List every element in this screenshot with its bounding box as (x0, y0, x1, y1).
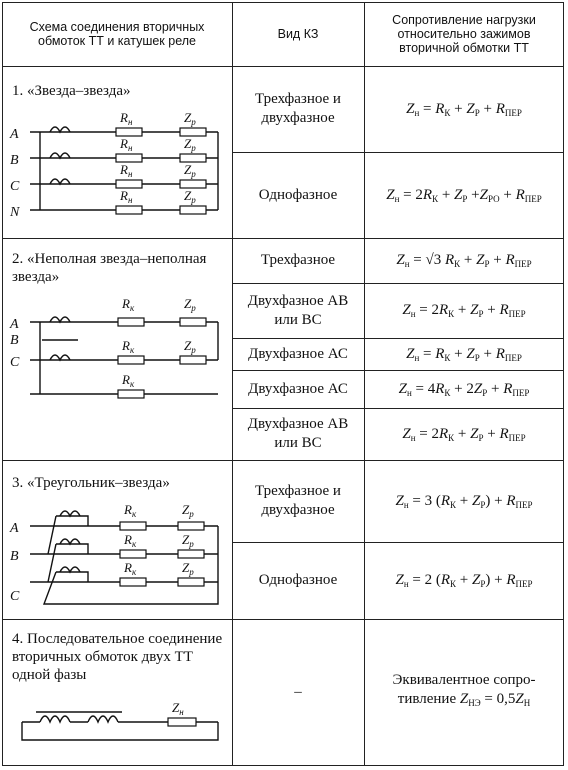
svg-text:Zр: Zр (182, 532, 194, 549)
svg-text:B: B (10, 333, 19, 348)
kind-cell: Трехфазное и двухфазное (255, 483, 341, 518)
svg-text:Rк: Rк (121, 372, 135, 389)
formula-cell: Zн = 2 (RК + ZР) + RПЕР (395, 572, 533, 589)
table-border-left (2, 2, 3, 766)
svg-text:C: C (10, 179, 20, 194)
svg-text:C: C (10, 355, 20, 370)
svg-text:Rк: Rк (123, 502, 137, 519)
svg-text:Zр: Zр (182, 502, 194, 519)
formula-cell: Zн = 3 (RК + ZР) + RПЕР (395, 492, 533, 510)
kind-cell: Трехфазное и двухфазное (255, 91, 341, 126)
section-2-title: 2. «Неполная звезда–неполная звезда» (12, 251, 207, 285)
scheme-delta-star-diagram: AB C Rк Zр Rк Zр Rк Zр (9, 502, 219, 605)
section-divider-1 (2, 238, 564, 239)
section-4-title: 4. Последовательное соединение вторичных… (12, 631, 223, 683)
kind-cell: Двухфазное АС (248, 380, 348, 397)
svg-text:A: A (9, 317, 19, 332)
section-divider-3 (2, 619, 564, 620)
svg-text:Rк: Rк (121, 338, 135, 355)
kind-cell: Двухфазное АС (248, 345, 348, 362)
svg-text:N: N (9, 205, 20, 220)
header-divider (2, 66, 564, 67)
svg-text:Rн: Rн (119, 136, 133, 153)
row-divider (232, 370, 564, 371)
svg-text:Zр: Zр (184, 136, 196, 153)
formula-cell: Zн = RК + ZР + RПЕР (406, 100, 522, 118)
svg-text:Rк: Rк (123, 560, 137, 577)
header-scheme: Схема соединения вторичных обмоток ТТ и … (29, 20, 205, 48)
formula-cell: Zн = √3 RК + ZР + RПЕР (396, 252, 532, 269)
row-divider (232, 152, 564, 153)
section-1-title: 1. «Звезда–звезда» (12, 83, 131, 99)
svg-text:C: C (10, 589, 20, 604)
row-divider (232, 542, 564, 543)
kind-cell: Однофазное (258, 186, 338, 203)
header-kind: Вид КЗ (277, 27, 319, 41)
svg-text:B: B (10, 549, 19, 564)
section-3-title: 3. «Треугольник–звезда» (12, 475, 170, 491)
section-divider-2 (2, 460, 564, 461)
svg-text:Zр: Zр (184, 110, 196, 127)
svg-text:Zр: Zр (184, 338, 196, 355)
svg-text:A: A (9, 521, 19, 536)
column-divider-1 (232, 2, 233, 766)
phase-a-label: A (9, 127, 19, 142)
table-border-right (563, 2, 564, 766)
svg-text:Rн: Rн (119, 162, 133, 179)
svg-text:Zр: Zр (182, 560, 194, 577)
svg-text:Zр: Zр (184, 188, 196, 205)
svg-text:Zн: Zн (172, 700, 184, 717)
svg-text:B: B (10, 153, 19, 168)
kind-cell: Однофазное (258, 572, 338, 588)
kind-cell: Двухфазное АВ или ВС (247, 292, 349, 328)
svg-text:Rн: Rн (119, 188, 133, 205)
header-resistance: Сопротивление нагрузки относительно зажи… (392, 13, 536, 55)
svg-text:Rк: Rк (123, 532, 137, 549)
scheme-partial-star-diagram: ABC Rк Zр Rк Zр Rк (9, 296, 219, 399)
formula-cell: Zн = 4RК + 2ZР + RПЕР (398, 380, 530, 398)
svg-text:Zр: Zр (184, 162, 196, 179)
row-divider (232, 408, 564, 409)
kind-cell: Трехфазное (260, 252, 336, 268)
formula-cell: Zн = RК + ZР + RПЕР (406, 345, 522, 363)
kind-cell: – (294, 683, 302, 700)
kind-cell: Двухфазное АВ или ВС (247, 416, 349, 451)
formula-cell: Zн = 2RК + ZР +ZРО + RПЕР (386, 186, 542, 204)
svg-text:Rк: Rк (121, 296, 135, 313)
svg-text:Zр: Zр (184, 296, 196, 313)
row-divider (232, 338, 564, 339)
column-divider-2 (364, 2, 365, 766)
table-border-top (2, 2, 564, 3)
row-divider (232, 283, 564, 284)
svg-text:Rн: Rн (119, 110, 133, 127)
scheme-star-star-diagram: AB CN Rн Zр Rн Zр Rн Zр Rн Zр (9, 110, 219, 220)
table-border-bottom (2, 765, 564, 766)
scheme-series-diagram: Zн (21, 700, 219, 741)
formula-cell: Эквивалентное сопро-тивление ZНЭ = 0,5ZН (392, 672, 536, 708)
formula-cell: Zн = 2RК + ZР + RПЕР (402, 302, 526, 319)
formula-cell: Zн = 2RК + ZР + RПЕР (402, 425, 526, 443)
